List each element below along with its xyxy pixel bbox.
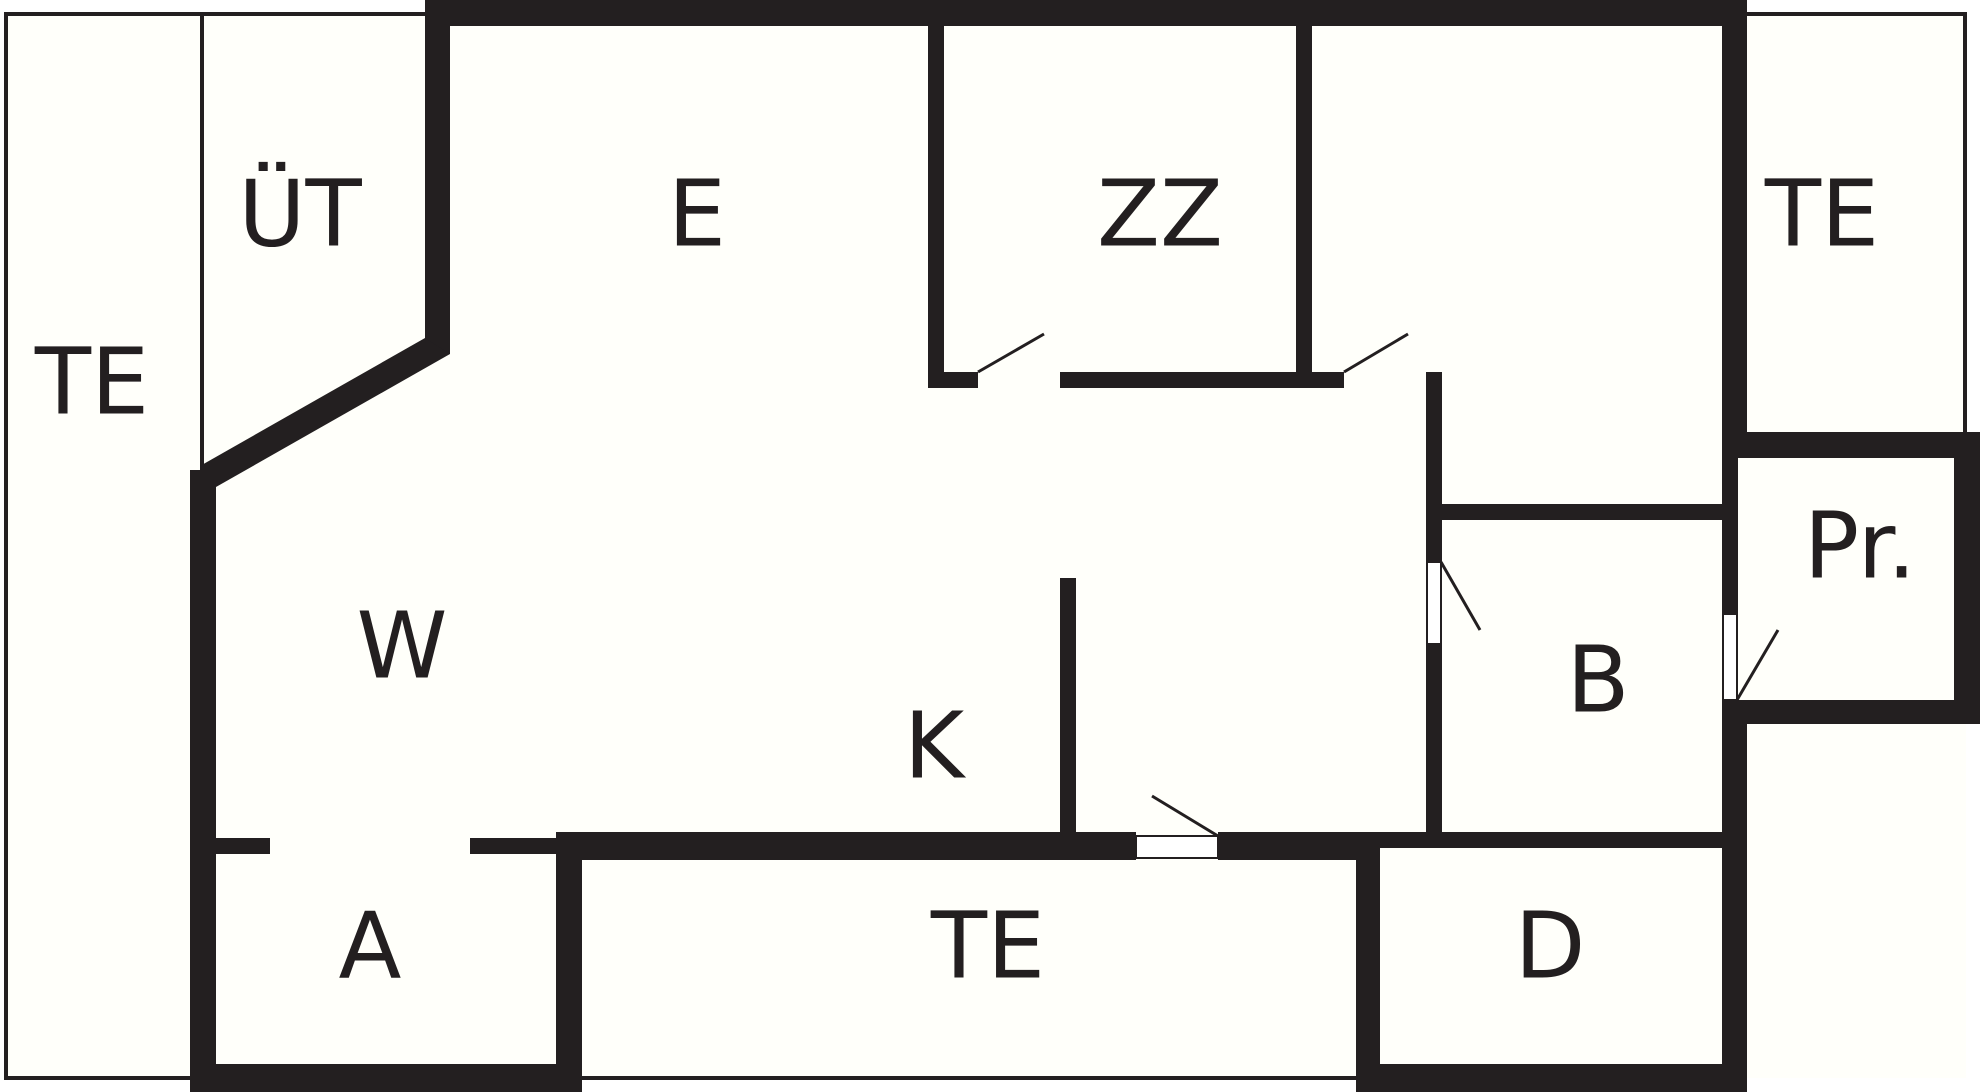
wall-bottom-right [1356, 1064, 1747, 1092]
label-bathroom: B [1566, 627, 1629, 734]
wall-right-upper [1722, 0, 1747, 458]
wall-bath-right-mid [1722, 458, 1738, 614]
wall-anteroom-top-right [470, 838, 570, 854]
walls [190, 0, 1980, 1092]
label-terrace-right: TE [1764, 161, 1879, 268]
floor-area [6, 14, 1966, 1078]
label-pantry: Pr. [1804, 493, 1916, 600]
wall-bath-top [1426, 504, 1726, 520]
label-living: W [357, 593, 448, 700]
door-leaf-pantry [1735, 629, 1780, 701]
wall-diagonal [200, 338, 450, 487]
wall-pantry-right [1954, 432, 1980, 724]
label-room-d: D [1515, 893, 1586, 1000]
label-terrace-bottom: TE [930, 893, 1045, 1000]
wall-pantry-bottom [1722, 700, 1980, 724]
label-utility: ÜT [238, 161, 362, 268]
wall-pantry-top [1722, 432, 1980, 458]
wall-anteroom-top-left [216, 838, 270, 854]
wall-terrace-bottom-left [1356, 846, 1380, 1092]
wall-bath-bottom [1380, 832, 1730, 848]
wall-zz-left [928, 0, 944, 386]
wall-kitchen-bottom-right [1218, 832, 1380, 860]
wall-kitchen-partition [1060, 578, 1076, 836]
wall-left [190, 470, 216, 1092]
label-anteroom: A [339, 893, 402, 1000]
wall-upper-left [425, 0, 450, 354]
doors [977, 332, 1780, 859]
door-leaf-zz [977, 332, 1045, 374]
wall-bottom-left [190, 1064, 582, 1092]
wall-zz-right [1296, 0, 1312, 386]
door-opening-kitchen [1135, 835, 1219, 859]
door-leaf-kitchen [1151, 794, 1219, 838]
label-terrace-left: TE [34, 329, 149, 436]
door-opening-bath [1426, 561, 1442, 645]
door-leaf-corridor [1343, 332, 1409, 374]
label-room-zz: ZZ [1097, 161, 1223, 268]
wall-top [425, 0, 1747, 26]
wall-bath-right [1722, 700, 1747, 1092]
wall-corridor-left [928, 372, 978, 388]
label-kitchen: K [904, 693, 967, 800]
label-entrance: E [668, 161, 726, 268]
door-opening-pantry [1722, 613, 1738, 701]
wall-anteroom-right [556, 846, 582, 1092]
wall-kitchen-bottom [556, 832, 1136, 860]
wall-bath-left [1426, 644, 1442, 838]
wall-corridor-mid [1060, 372, 1344, 388]
door-leaf-bath [1439, 561, 1482, 631]
